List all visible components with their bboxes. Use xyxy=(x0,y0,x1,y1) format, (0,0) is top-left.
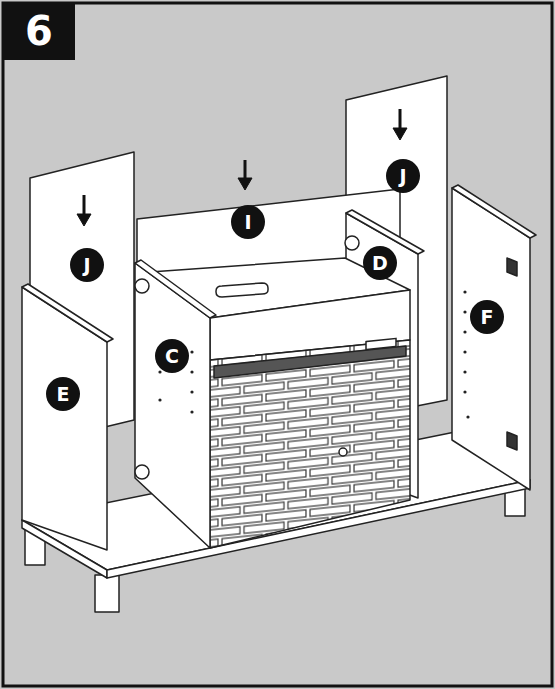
callout-circle: F xyxy=(470,300,504,334)
callout-letter: F xyxy=(481,306,494,328)
callout-letter: J xyxy=(399,165,406,187)
callout-circle: J xyxy=(70,248,104,282)
callout-letter: C xyxy=(165,345,179,367)
callout-letter: J xyxy=(83,254,90,276)
callout-letter: E xyxy=(57,383,70,405)
callout-circle: E xyxy=(46,377,80,411)
callout-letter: D xyxy=(372,252,388,274)
step-number-box: 6 xyxy=(11,3,67,59)
callout-circle: C xyxy=(155,339,189,373)
callout-circle: D xyxy=(363,246,397,280)
callout-letter: I xyxy=(244,211,251,233)
callout-circle: J xyxy=(386,159,420,193)
step-number: 6 xyxy=(25,8,53,54)
callout-circle: I xyxy=(231,205,265,239)
